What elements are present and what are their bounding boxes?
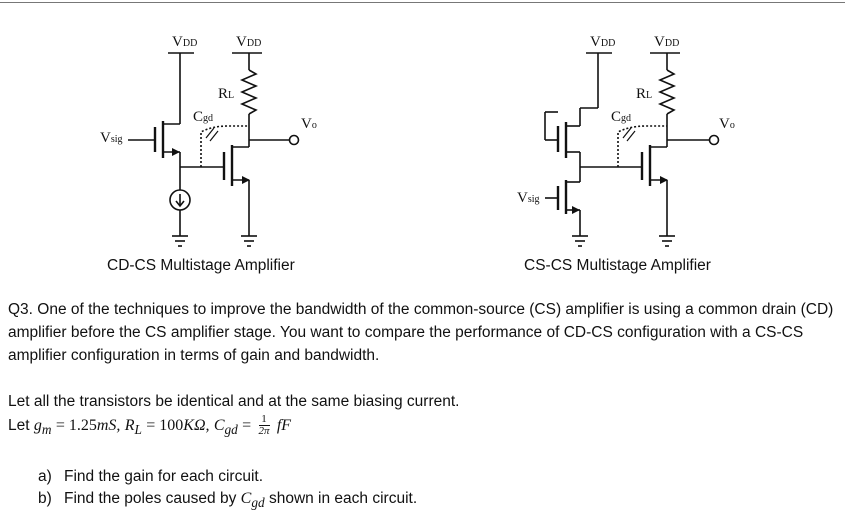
cscs-vo-label: Vo xyxy=(719,116,735,132)
cdcs-vsig-label: Vsig xyxy=(100,130,123,146)
cdcs-vdd2-label: VDD xyxy=(236,34,261,50)
cgd-symbol: Cgd xyxy=(213,417,238,438)
cscs-cgd-label: Cgd xyxy=(611,109,631,125)
rl-symbol: RL xyxy=(124,417,142,438)
cscs-vdd2-label: VDD xyxy=(654,34,679,50)
question-text: Q3. One of the techniques to improve the… xyxy=(8,301,834,364)
cdcs-caption: CD-CS Multistage Amplifier xyxy=(107,257,295,274)
cdcs-cgd-label: Cgd xyxy=(193,109,213,125)
cgd-equals: = xyxy=(242,417,252,434)
cdcs-vo-label: Vo xyxy=(301,116,317,132)
cscs-vdd1-label: VDD xyxy=(590,34,615,50)
gm-unit: mS, xyxy=(96,417,121,434)
gm-symbol: gm xyxy=(33,417,52,438)
top-rule xyxy=(0,2,845,3)
rl-value: = 100 xyxy=(146,417,184,434)
schematics: VDD VDD RL Cgd Vo Vsig VDD VDD RL Cgd Vo… xyxy=(100,34,735,247)
assumption-text: Let all the transistors be identical and… xyxy=(8,393,460,410)
cdcs-vdd1-label: VDD xyxy=(172,34,197,50)
task-item-a: a) Find the gain for each circuit. xyxy=(38,468,264,485)
cscs-caption: CS-CS Multistage Amplifier xyxy=(524,257,711,274)
gm-value: = 1.25 xyxy=(55,417,97,434)
cd-cs-circuit xyxy=(128,52,300,247)
cscs-rl-label: RL xyxy=(636,86,652,102)
task-list: a) Find the gain for each circuit. b) Fi… xyxy=(38,466,417,514)
cgd-unit: fF xyxy=(276,417,292,434)
cs-cs-circuit xyxy=(544,52,720,247)
cscs-vsig-label: Vsig xyxy=(517,190,540,206)
cdcs-rl-label: RL xyxy=(218,86,234,102)
rl-unit: KΩ, xyxy=(183,417,210,434)
task-item-b: b) Find the poles caused by Cgd shown in… xyxy=(38,490,418,511)
let-word: Let xyxy=(8,417,30,434)
